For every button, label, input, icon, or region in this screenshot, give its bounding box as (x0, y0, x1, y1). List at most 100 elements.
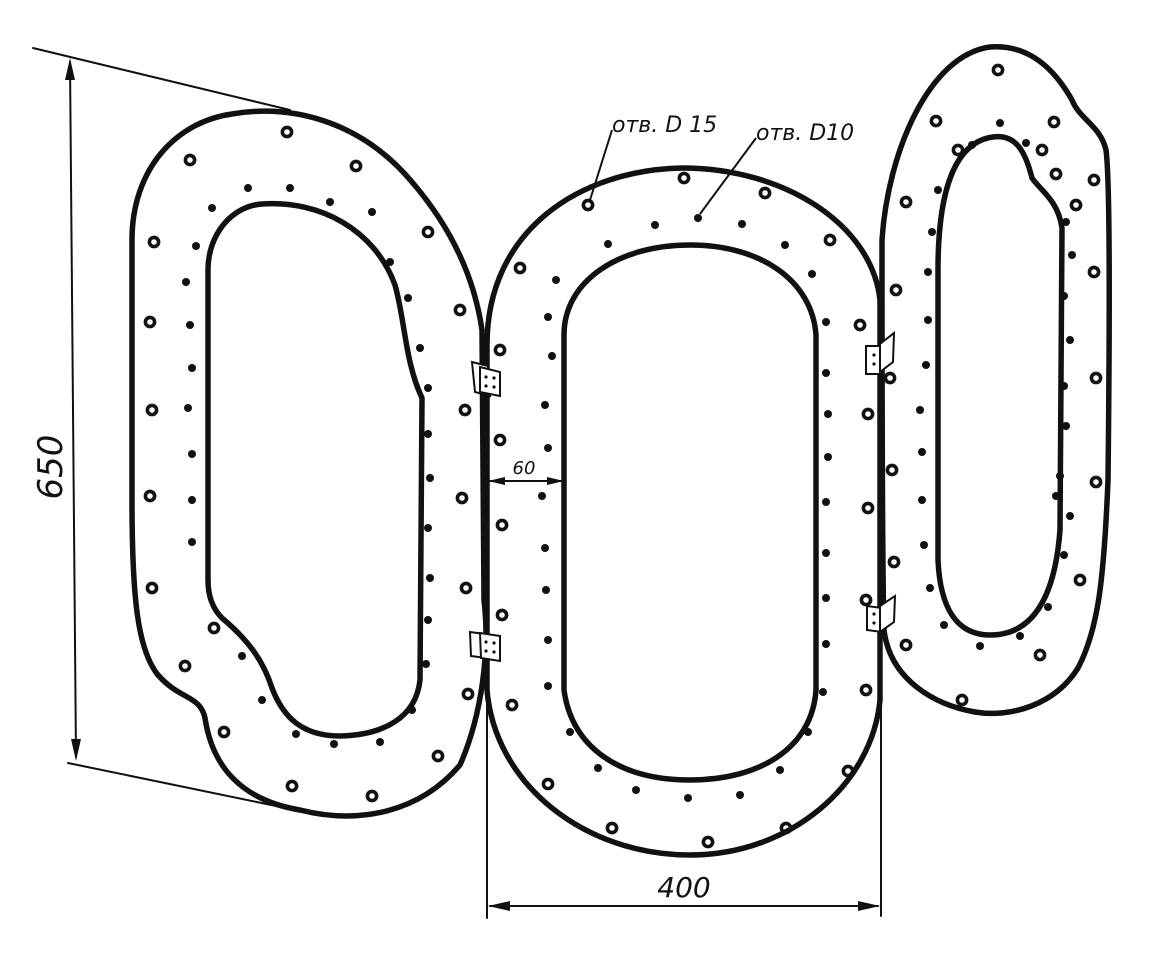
hole-d15 (677, 171, 691, 185)
bracket-left-bottom (468, 630, 501, 663)
hole-d15 (1089, 371, 1103, 385)
hole-d15 (349, 159, 363, 173)
hole-d10 (424, 430, 432, 438)
hole-d10 (1062, 218, 1070, 226)
hole-d10 (422, 660, 430, 668)
hole-d10 (918, 496, 926, 504)
height-arrow-top (65, 58, 75, 80)
hole-d10 (416, 344, 424, 352)
hole-d10 (424, 524, 432, 532)
hole-d15 (1033, 648, 1047, 662)
hole-d10 (330, 740, 338, 748)
width-arrow-right (858, 901, 880, 911)
hole-d10 (368, 208, 376, 216)
hole-d15 (505, 698, 519, 712)
hole-d15 (955, 693, 969, 707)
hole-d15 (207, 621, 221, 635)
hole-d10 (922, 361, 930, 369)
right-frame-inner-outline (935, 133, 1065, 638)
hole-d10 (926, 584, 934, 592)
hole-d15 (143, 315, 157, 329)
hole-d15 (1049, 167, 1063, 181)
hole-d10 (822, 498, 830, 506)
hole-d10 (552, 276, 560, 284)
band-dimension: 60 (488, 458, 564, 485)
hole-d10 (541, 401, 549, 409)
hole-d15 (605, 821, 619, 835)
hole-d10 (286, 184, 294, 192)
hole-d10 (188, 450, 196, 458)
hole-d10 (244, 184, 252, 192)
hole-d10 (292, 730, 300, 738)
hole-d10 (544, 682, 552, 690)
right-frame (879, 44, 1113, 717)
hole-d15 (1035, 143, 1049, 157)
hole-d10 (1056, 472, 1064, 480)
hole-d15 (183, 153, 197, 167)
hole-d10 (1016, 632, 1024, 640)
hole-d10 (404, 294, 412, 302)
hole-d10 (928, 228, 936, 236)
hole-d15 (461, 687, 475, 701)
hole-d15 (758, 186, 772, 200)
hole-d10 (208, 204, 216, 212)
hole-d15 (217, 725, 231, 739)
hole-d10 (376, 738, 384, 746)
hole-d10 (976, 642, 984, 650)
hole-d15 (779, 821, 793, 835)
hole-d15 (701, 835, 715, 849)
hole-d10 (326, 198, 334, 206)
hole-d15 (458, 403, 472, 417)
left-frame-inner-outline (205, 200, 425, 739)
hole-d10 (238, 652, 246, 660)
hole-d10 (1066, 512, 1074, 520)
hole-d15 (143, 489, 157, 503)
middle-frame-inner-outline (561, 242, 819, 783)
hole-d10 (684, 794, 692, 802)
hole-d10 (920, 541, 928, 549)
hole-d10 (426, 474, 434, 482)
hole-d10 (548, 352, 556, 360)
hole-d10 (594, 764, 602, 772)
hole-d15 (285, 779, 299, 793)
hole-d10 (1062, 422, 1070, 430)
hole-d10 (1060, 382, 1068, 390)
hole-d10 (426, 574, 434, 582)
hole-d15 (861, 407, 875, 421)
hole-d10 (544, 313, 552, 321)
hole-d15 (889, 283, 903, 297)
hole-d10 (736, 791, 744, 799)
hole-d10 (996, 119, 1004, 127)
hole-d15 (431, 749, 445, 763)
hole-d10 (566, 728, 574, 736)
hole-d10 (632, 786, 640, 794)
hole-d10 (408, 706, 416, 714)
middle-frame (484, 165, 883, 858)
band-arrow-left (488, 477, 505, 485)
hole-d15 (581, 198, 595, 212)
hole-d15 (280, 125, 294, 139)
hole-d10 (424, 616, 432, 624)
extension-line-top (32, 47, 291, 111)
height-dimension-label: 650 (31, 435, 71, 500)
hole-d15 (455, 491, 469, 505)
leader-small-hole (699, 137, 757, 215)
hole-d15 (991, 63, 1005, 77)
left-frame (129, 108, 489, 819)
hole-d10 (604, 240, 612, 248)
hole-d10 (776, 766, 784, 774)
hole-d15 (365, 789, 379, 803)
hole-d10 (542, 586, 550, 594)
hole-d10 (694, 214, 702, 222)
hole-d10 (386, 258, 394, 266)
hole-d10 (804, 728, 812, 736)
hole-d15 (178, 659, 192, 673)
hole-d15 (453, 303, 467, 317)
hole-d10 (968, 141, 976, 149)
hole-d10 (822, 594, 830, 602)
hole-d15 (1069, 198, 1083, 212)
hole-d15 (1087, 173, 1101, 187)
hole-d15 (859, 593, 873, 607)
hole-d10 (808, 270, 816, 278)
